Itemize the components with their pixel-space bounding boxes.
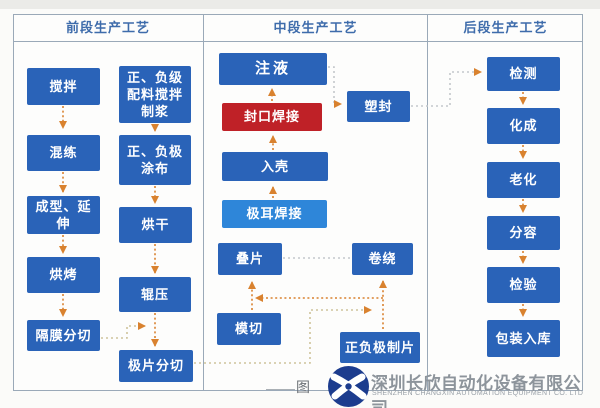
section-title-back: 后段生产工艺 [428, 14, 583, 42]
company-logo-icon [328, 366, 369, 407]
node-roll-pressing: 辊压 [119, 277, 191, 312]
node-packing-warehousing: 包装入库 [487, 320, 560, 357]
node-slurry-prep: 正、负级 配料搅拌 制浆 [119, 66, 191, 123]
watermark-line [266, 389, 295, 390]
node-aging: 老化 [487, 162, 560, 198]
section-title-front: 前段生产工艺 [13, 14, 203, 42]
section-divider-2 [427, 14, 428, 391]
watermark-glyph: 图 [296, 379, 310, 395]
node-baking: 烘烤 [27, 257, 100, 293]
node-electrode-coating: 正、负极 涂布 [119, 135, 191, 185]
node-casing: 入壳 [222, 152, 328, 181]
node-electrolyte-filling: 注液 [219, 53, 327, 85]
section-title-middle: 中段生产工艺 [204, 14, 427, 42]
node-testing: 检测 [487, 57, 560, 91]
node-die-cutting: 模切 [217, 313, 281, 345]
node-mixing: 搅拌 [27, 68, 100, 105]
node-electrode-sheet-making: 正负极制片 [340, 332, 420, 363]
node-kneading: 混练 [27, 135, 100, 171]
section-divider-1 [203, 14, 204, 391]
node-forming-stretching: 成型、延 伸 [27, 196, 100, 234]
node-plastic-sealing: 塑封 [347, 91, 410, 122]
node-drying: 烘干 [119, 207, 192, 243]
node-winding: 卷绕 [352, 243, 413, 275]
company-name-cn: 深圳长欣自动化设备有限公司 [371, 374, 581, 408]
node-capacity-grading: 分容 [487, 216, 560, 250]
node-inspection: 检验 [487, 267, 560, 303]
node-electrode-slitting: 极片分切 [119, 350, 193, 382]
top-strip [0, 0, 600, 9]
node-tab-welding: 极耳焊接 [222, 200, 327, 228]
node-separator-slitting: 隔膜分切 [27, 320, 100, 351]
node-stacking: 叠片 [218, 243, 282, 275]
node-formation: 化成 [487, 108, 560, 144]
company-name-en: SHENZHEN CHANGXIN AUTOMATION EQUIPMENT C… [372, 390, 584, 397]
node-seal-welding: 封口焊接 [222, 103, 322, 131]
